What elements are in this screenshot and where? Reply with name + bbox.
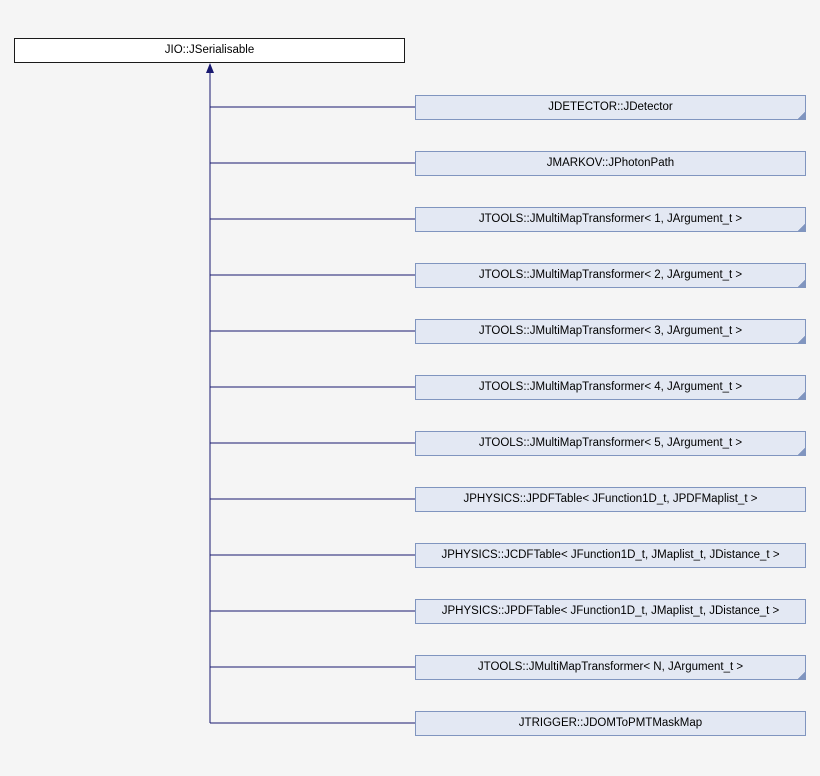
class-node-derived[interactable]: JTOOLS::JMultiMapTransformer< 4, JArgume…: [415, 375, 806, 400]
class-node-derived[interactable]: JMARKOV::JPhotonPath: [415, 151, 806, 176]
class-node-derived[interactable]: JTRIGGER::JDOMToPMTMaskMap: [415, 711, 806, 736]
class-node-derived[interactable]: JTOOLS::JMultiMapTransformer< 2, JArgume…: [415, 263, 806, 288]
class-node-derived[interactable]: JDETECTOR::JDetector: [415, 95, 806, 120]
class-node-derived[interactable]: JPHYSICS::JCDFTable< JFunction1D_t, JMap…: [415, 543, 806, 568]
class-node-derived[interactable]: JPHYSICS::JPDFTable< JFunction1D_t, JMap…: [415, 599, 806, 624]
class-node-derived[interactable]: JPHYSICS::JPDFTable< JFunction1D_t, JPDF…: [415, 487, 806, 512]
inheritance-arrowhead: [206, 63, 214, 73]
class-node-derived[interactable]: JTOOLS::JMultiMapTransformer< 1, JArgume…: [415, 207, 806, 232]
class-node-base[interactable]: JIO::JSerialisable: [14, 38, 405, 63]
class-node-derived[interactable]: JTOOLS::JMultiMapTransformer< N, JArgume…: [415, 655, 806, 680]
class-node-derived[interactable]: JTOOLS::JMultiMapTransformer< 3, JArgume…: [415, 319, 806, 344]
class-node-derived[interactable]: JTOOLS::JMultiMapTransformer< 5, JArgume…: [415, 431, 806, 456]
